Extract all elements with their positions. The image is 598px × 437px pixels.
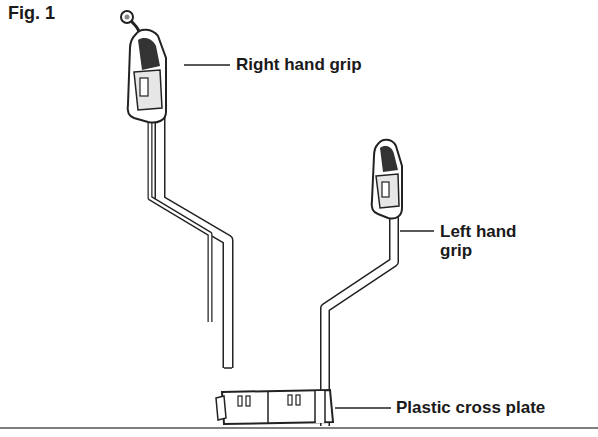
- cross-plate: [216, 390, 333, 424]
- part-label: Right hand grip: [236, 55, 406, 74]
- right-handle-tube: [160, 115, 232, 368]
- rule: [0, 427, 598, 429]
- right-grip: [128, 30, 166, 123]
- part-label: Left hand grip: [440, 222, 550, 260]
- part-label: Plastic cross plate: [396, 398, 586, 417]
- left-handle-tube: [325, 212, 394, 426]
- brake-cable: [150, 118, 210, 322]
- leader-line: [335, 407, 391, 409]
- left-grip: [372, 140, 402, 219]
- cable-connector: [125, 15, 130, 20]
- leader-line: [400, 230, 434, 232]
- leader-line: [184, 64, 230, 66]
- figure-number: Fig. 1: [8, 4, 88, 23]
